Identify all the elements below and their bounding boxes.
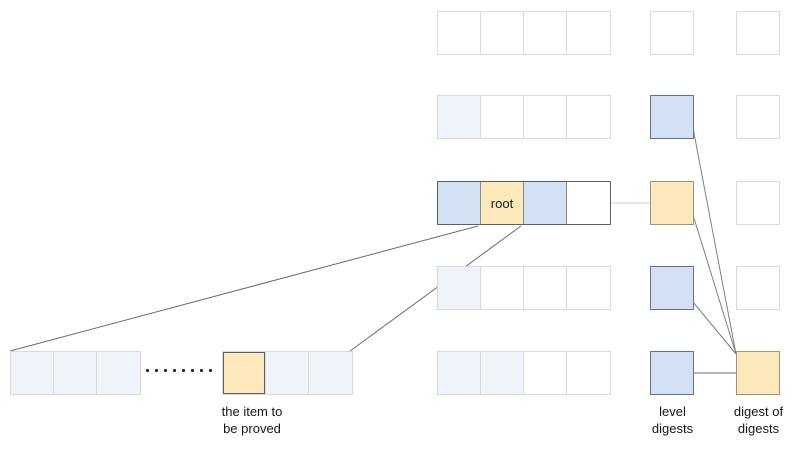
tree-row-4-cell-2 (481, 267, 524, 309)
ellipsis-dot (164, 369, 167, 372)
ellipsis-dots (146, 369, 218, 372)
leaf-row-item-cell-3 (309, 352, 352, 394)
tree-row-5 (437, 351, 611, 395)
leaf-row-item (222, 351, 353, 395)
ellipsis-dot (173, 369, 176, 372)
tree-row-4-cell-3 (524, 267, 567, 309)
tree-row-5-cell-2 (481, 352, 524, 394)
leaf-row-item-cell-1 (223, 352, 266, 394)
tree-row-1 (437, 11, 611, 55)
level-digests-label-line1: level (659, 404, 686, 419)
level-digest-3 (650, 181, 694, 225)
tree-row-2 (437, 95, 611, 139)
digest-of-digests-5 (736, 351, 780, 395)
tree-row-3-cell-1 (438, 182, 481, 224)
level-digests-label-line2: digests (651, 421, 694, 436)
root-to-item-leaf-row-line (349, 225, 522, 352)
level4-to-digest-of-digests-line (692, 301, 737, 355)
tree-row-3: root (437, 181, 611, 225)
digest-of-digests-label-line2: digests (737, 421, 780, 436)
tree-row-3-root-cell: root (481, 182, 524, 224)
digest-of-digests-2 (736, 95, 780, 139)
item-label-line1: the item to (221, 404, 283, 419)
tree-row-4-cell-4 (567, 267, 610, 309)
ellipsis-dot (182, 369, 185, 372)
ellipsis-dot (209, 369, 212, 372)
item-label-line2: be proved (223, 421, 281, 436)
level-digest-4 (650, 266, 694, 310)
item-label: the item to be proved (193, 403, 311, 437)
digest-of-digests-1 (736, 11, 780, 55)
tree-row-1-cell-1 (438, 12, 481, 54)
digest-of-digests-3 (736, 181, 780, 225)
leaf-row-left (10, 351, 141, 395)
digest-of-digests-label-line1: digest of (733, 404, 784, 419)
leaf-row-left-cell-2 (54, 352, 97, 394)
leaf-row-item-cell-2 (266, 352, 309, 394)
tree-row-1-cell-3 (524, 12, 567, 54)
tree-row-3-cell-3 (524, 182, 567, 224)
level3-to-digest-of-digests-line (692, 214, 737, 355)
tree-row-5-cell-1 (438, 352, 481, 394)
tree-row-2-cell-1 (438, 96, 481, 138)
level-digest-2 (650, 95, 694, 139)
ellipsis-dot (155, 369, 158, 372)
tree-row-5-cell-4 (567, 352, 610, 394)
tree-row-5-cell-3 (524, 352, 567, 394)
tree-row-1-cell-2 (481, 12, 524, 54)
leaf-row-left-cell-3 (97, 352, 140, 394)
ellipsis-dot (191, 369, 194, 372)
digest-of-digests-4 (736, 266, 780, 310)
level-digest-1 (650, 11, 694, 55)
leaf-row-left-cell-1 (11, 352, 54, 394)
tree-row-3-cell-4 (567, 182, 610, 224)
ellipsis-dot (146, 369, 149, 372)
level-digest-5 (650, 351, 694, 395)
level-digests-label: level digests (630, 403, 715, 437)
digest-of-digests-label: digest of digests (716, 403, 800, 437)
level2-to-digest-of-digests-line (692, 127, 737, 355)
tree-row-2-cell-4 (567, 96, 610, 138)
tree-row-4-cell-1 (438, 267, 481, 309)
tree-row-2-cell-3 (524, 96, 567, 138)
root-to-left-leaf-row-line (9, 225, 479, 352)
tree-row-1-cell-4 (567, 12, 610, 54)
tree-row-2-cell-2 (481, 96, 524, 138)
ellipsis-dot (200, 369, 203, 372)
tree-row-4 (437, 266, 611, 310)
